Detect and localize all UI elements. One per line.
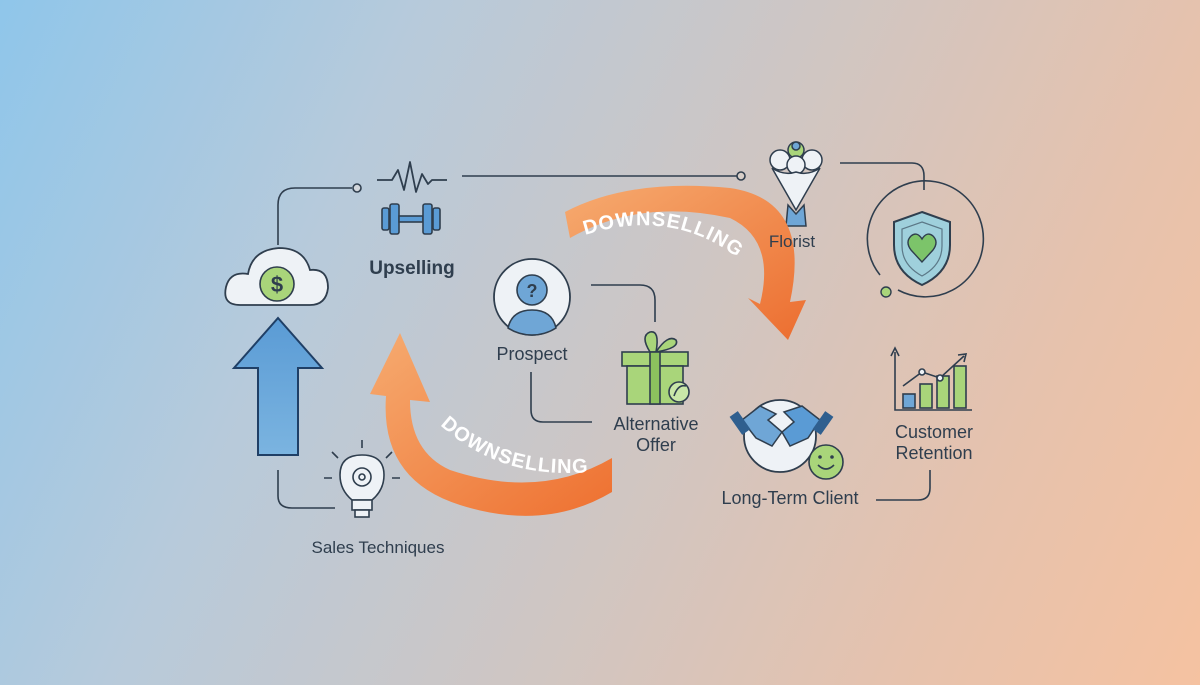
line-node: [352, 183, 362, 193]
lightbulb-gear-icon: [324, 440, 400, 518]
alternative-offer-label-line2: Offer: [636, 435, 676, 455]
question-user-icon: ?: [493, 258, 571, 336]
upselling-label: Upselling: [369, 258, 455, 279]
line-client-to-retention: [876, 470, 931, 501]
line-prospect-to-offer: [591, 284, 656, 322]
long-term-client-label: Long-Term Client: [721, 488, 859, 508]
growth-chart-icon: [890, 346, 972, 411]
heartbeat-icon: [377, 161, 447, 193]
svg-text:$: $: [271, 272, 283, 297]
customer-retention-label-line1: Customer: [894, 422, 974, 442]
connector-lines: [277, 162, 931, 509]
line-florist-to-shield: [840, 162, 925, 190]
line-node: [736, 171, 746, 181]
top-downselling-arrow: DOWNSELLING: [565, 185, 806, 340]
florist-label: Florist: [768, 232, 816, 251]
line-up-to-sales: [277, 470, 335, 509]
customer-retention-label-line2: Retention: [895, 443, 973, 463]
svg-text:?: ?: [527, 281, 538, 301]
prospect-label: Prospect: [496, 344, 568, 364]
smile-icon: [808, 444, 844, 480]
up-arrow: [231, 316, 325, 456]
shield-heart-icon: [866, 180, 985, 298]
sales-techniques-label: Sales Techniques: [311, 538, 445, 557]
alternative-offer-label-line1: Alternative: [613, 414, 699, 434]
gift-box-icon: [621, 331, 690, 405]
handshake-icon: [729, 399, 834, 473]
bouquet-icon: [769, 141, 823, 227]
dumbbell-icon: [381, 203, 441, 235]
cloud-dollar-icon: $: [224, 247, 329, 306]
line-prospect-to-offer-bottom: [530, 372, 592, 423]
line-cloud-to-upselling: [277, 187, 352, 245]
